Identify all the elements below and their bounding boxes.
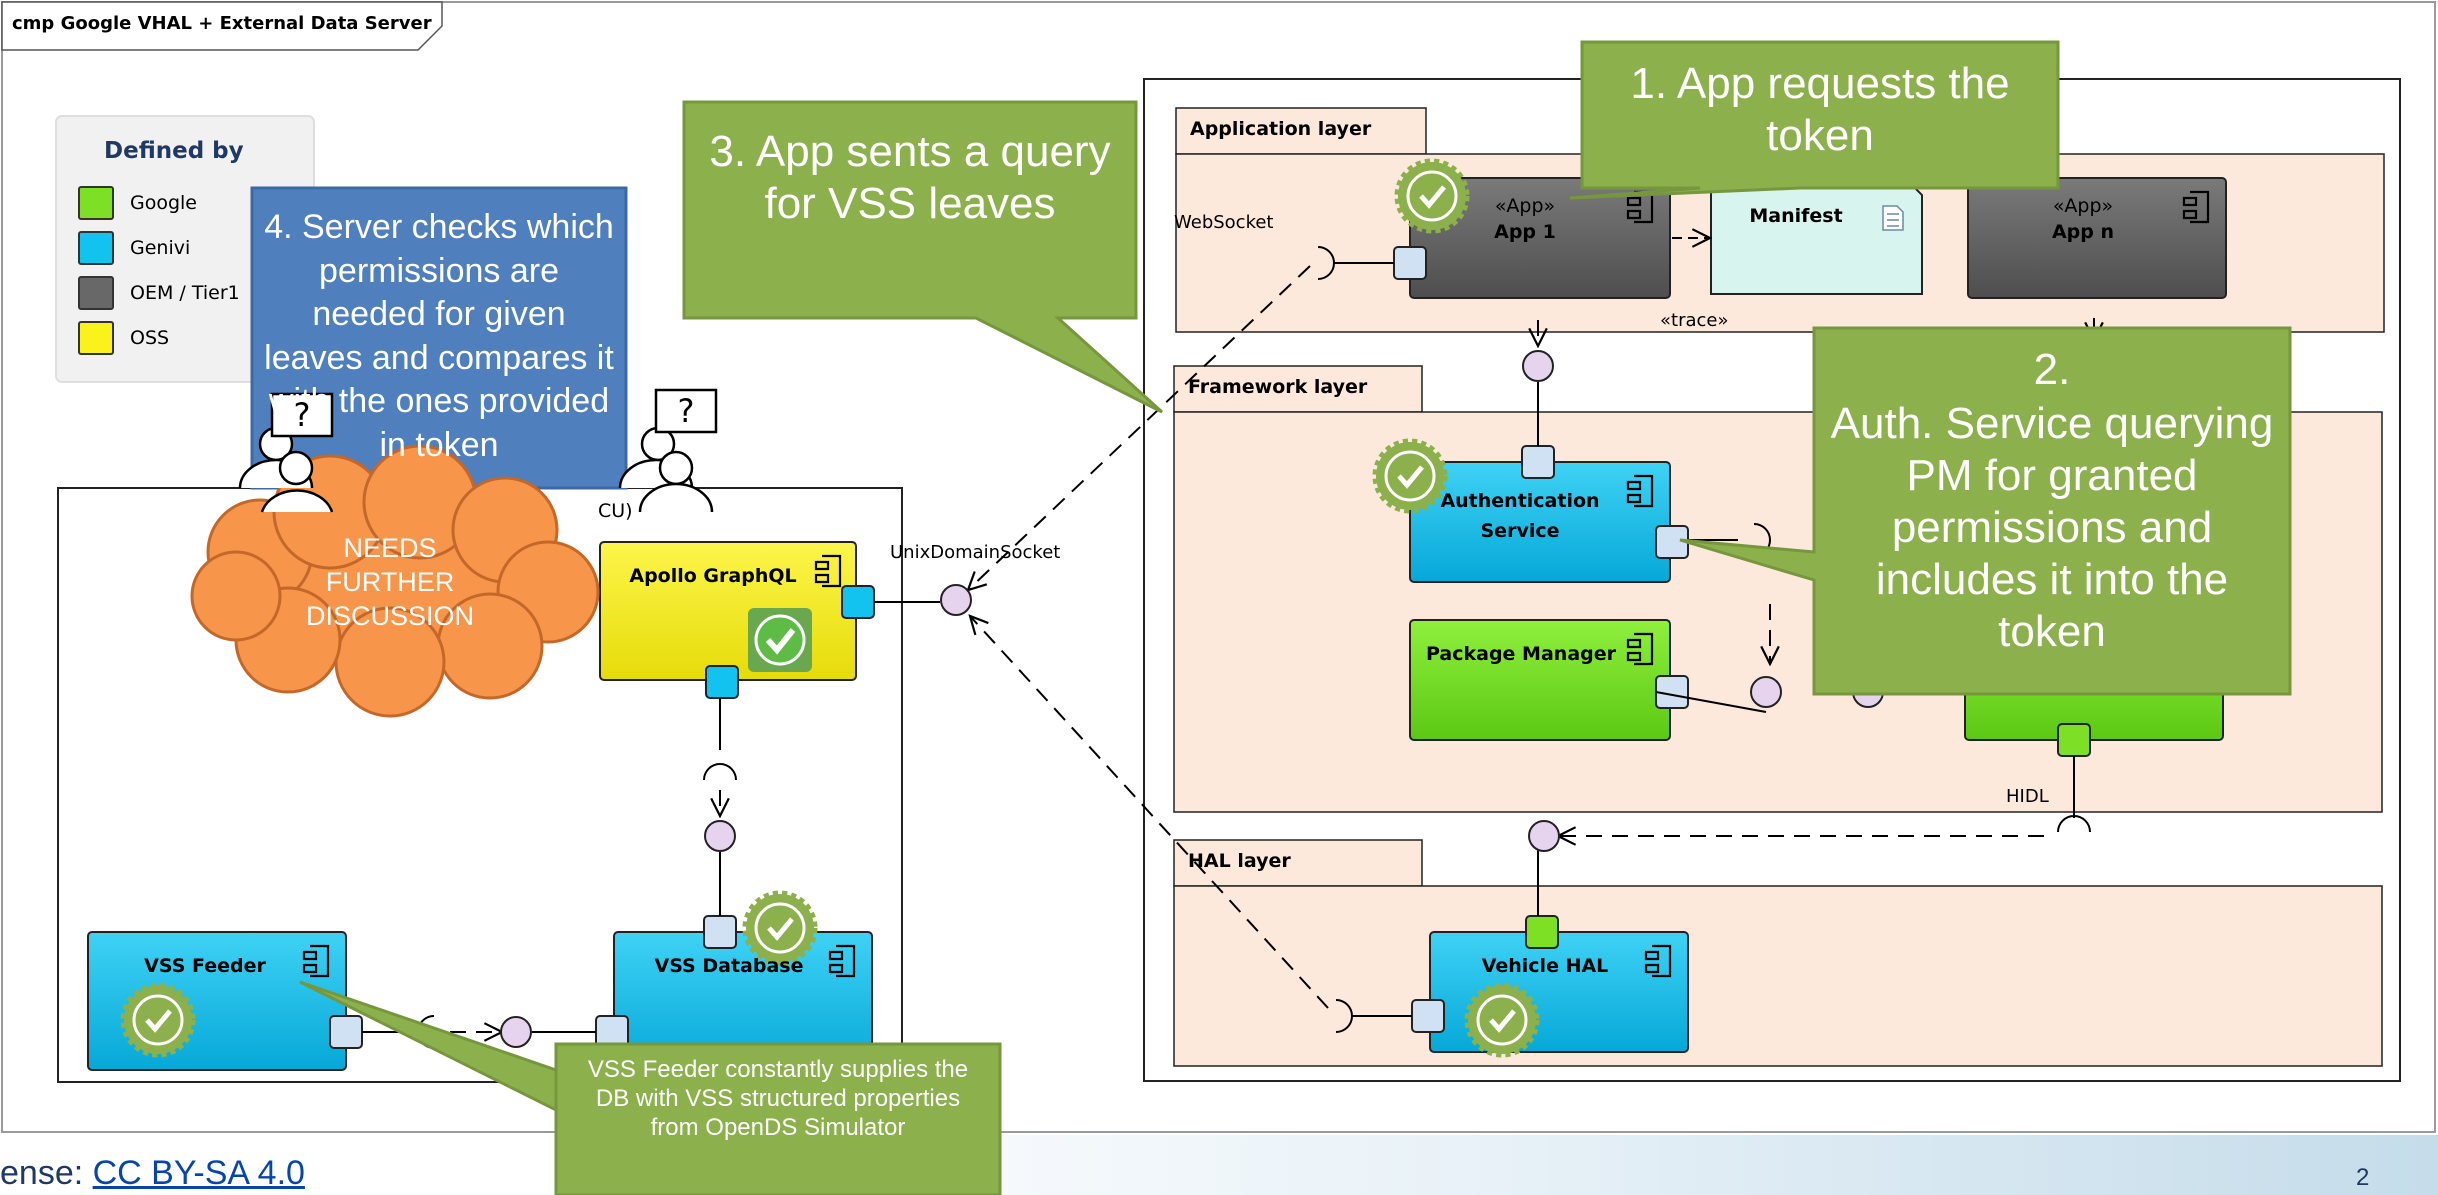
unix-domain-socket-label: UnixDomainSocket (890, 542, 1061, 563)
dependency-arrows (450, 265, 2094, 1032)
cloud-text: NEEDS FURTHER DISCUSSION (305, 533, 475, 631)
callout-vss-feeder (299, 980, 1002, 1195)
license-link[interactable]: CC BY-SA 4.0 (92, 1154, 305, 1192)
framework-layer-label: Framework layer (1188, 376, 1368, 398)
frame-title: cmp Google VHAL + External Data Server (12, 13, 432, 34)
connectors (362, 246, 2091, 1049)
websocket-label: WebSocket (1174, 212, 1274, 233)
hal-layer-tab (1173, 839, 1423, 887)
legend-item-google: Google (78, 186, 197, 220)
application-layer-label: Application layer (1190, 118, 1372, 140)
manifest-label: Manifest (1749, 205, 1843, 227)
legend-item-genivi: Genivi (78, 231, 190, 265)
legend: Defined by Google Genivi OEM / Tier1 OSS (56, 116, 314, 382)
appn-stereotype: «App» (2052, 195, 2114, 217)
legend-label-oem: OEM / Tier1 (130, 282, 240, 304)
legend-item-oem: OEM / Tier1 (78, 276, 240, 310)
hal-layer (1173, 885, 2383, 1067)
manifest-component[interactable] (1710, 177, 1923, 295)
legend-item-oss: OSS (78, 321, 169, 355)
application-layer-tab (1175, 107, 1427, 155)
trace-label: «trace» (1660, 310, 1729, 331)
legend-label-genivi: Genivi (130, 237, 191, 259)
appn-name: App n (2051, 220, 2115, 243)
license-prefix: ense: (0, 1154, 93, 1192)
callout-step2-text: Auth. Service querying PM for granted pe… (1830, 399, 2274, 656)
license-text: ense: CC BY-SA 4.0 (0, 1154, 305, 1193)
legend-title: Defined by (104, 138, 244, 164)
hidl-label: HIDL (2006, 786, 2049, 807)
authentication-service-label: Authentication Service (1440, 490, 1600, 543)
app1-component[interactable] (1409, 177, 1671, 299)
person-question-icons (238, 388, 718, 513)
legend-swatch-oss (78, 321, 114, 355)
page-number: 2 (2356, 1164, 2370, 1191)
callout-step3-text: 3. App sents a query for VSS leaves (709, 127, 1111, 228)
app1-stereotype: «App» (1494, 195, 1556, 217)
cloud-shape (190, 444, 600, 718)
component-glyph-icons (302, 190, 2210, 978)
legend-swatch-genivi (78, 231, 114, 265)
legend-label-google: Google (130, 192, 198, 214)
callout-step1 (1569, 40, 2060, 200)
appn-component[interactable] (1967, 177, 2227, 299)
check-badge-icons (120, 158, 1540, 1058)
legend-swatch-oem (78, 276, 114, 310)
package-manager-component[interactable] (1409, 619, 1671, 741)
document-icon (1882, 205, 1904, 231)
legend-label-oss: OSS (130, 327, 170, 349)
app1-name: App 1 (1494, 220, 1556, 243)
callout-step2-number: 2. (2033, 345, 2071, 394)
apollo-graphql-label: Apollo GraphQL (629, 565, 797, 587)
diagram-frame (1, 1, 2436, 1133)
app1-label: «App» App 1 (1410, 194, 1640, 245)
vehicle-hal-label: Vehicle HAL (1481, 955, 1609, 977)
vss-feeder-label: VSS Feeder (144, 955, 266, 977)
frame-title-tab (1, 1, 443, 51)
question-mark-right: ? (677, 392, 695, 430)
vss-database-label: VSS Database (654, 955, 804, 977)
hal-layer-label: HAL layer (1188, 850, 1291, 872)
callout-vss-feeder-text: VSS Feeder constantly supplies the DB wi… (587, 1056, 969, 1141)
question-mark-left: ? (293, 396, 311, 434)
server-box-title: CU) (598, 500, 633, 522)
callout-step3 (682, 100, 1164, 414)
legend-swatch-google (78, 186, 114, 220)
callout-step1-text: 1. App requests the token (1630, 59, 2010, 160)
package-manager-label: Package Manager (1426, 643, 1616, 665)
framework-layer-tab (1173, 365, 1423, 413)
appn-label: «App» App n (1968, 194, 2198, 245)
callout-step2 (1679, 326, 2292, 696)
callout-step4-text: 4. Server checks which permissions are n… (264, 208, 614, 464)
